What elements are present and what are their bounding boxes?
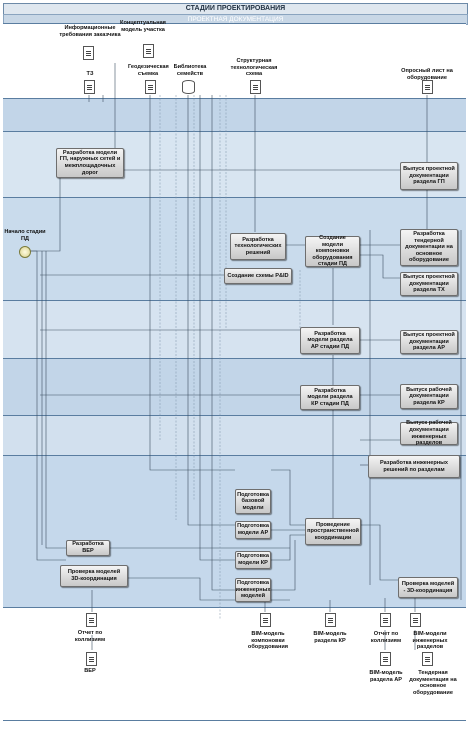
output-clash-left-label: Отчет по коллизиям [74, 630, 106, 643]
input-survey-label: Опросный лист на оборудование [401, 68, 453, 81]
task-pid-scheme[interactable]: Создание схемы P&ID [224, 268, 292, 284]
start-event-label: Начало стадии ПД [4, 229, 46, 242]
lane-4 [3, 300, 466, 359]
lane-inputs [3, 23, 466, 99]
input-concept-doc-icon [143, 44, 154, 58]
output-bep-label: BEP [84, 668, 96, 674]
task-ar-model[interactable]: Разработка модели раздела АР стадии ПД [300, 327, 360, 354]
task-issue-gp[interactable]: Выпуск проектной документации раздела ГП [400, 162, 458, 190]
lane-6 [3, 415, 466, 456]
task-check-3d-left[interactable]: Проверка моделей 3D-координация [60, 565, 128, 587]
task-spatial-coordination[interactable]: Проведение пространственной координации [305, 518, 361, 545]
output-bim-eng-label: BIM-модели инженерных разделов [412, 631, 448, 651]
input-tz-doc-icon [84, 80, 95, 94]
output-tender-doc-icon [422, 652, 433, 666]
output-clash-right-label: Отчет по коллизиям [370, 631, 402, 644]
task-issue-tx[interactable]: Выпуск проектной документации раздела ТХ [400, 272, 458, 296]
input-tz-label: ТЗ [86, 71, 94, 77]
input-geodesy-label: Геодезическая съемка [128, 64, 169, 77]
task-bep[interactable]: Разработка BEP [66, 540, 110, 556]
task-prep-eng[interactable]: Подготовка инженерных моделей [235, 578, 271, 602]
task-prep-ar[interactable]: Подготовка модели АР [235, 521, 271, 539]
task-kr-model[interactable]: Разработка модели раздела КР стадии ПД [300, 385, 360, 410]
task-layout-model[interactable]: Создание модели компоновки оборудования … [305, 235, 360, 267]
task-eng-solutions[interactable]: Разработка инженерных решений по раздела… [368, 455, 460, 478]
input-info-label: Информационные требования заказчика [59, 25, 121, 38]
task-check-3d-right[interactable]: Проверка моделей - 3D-координация [398, 577, 458, 598]
output-bim-layout-doc-icon [260, 613, 271, 627]
output-bim-ar-doc-icon [380, 652, 391, 666]
input-library-label: Библиотека семейств [173, 64, 207, 77]
input-geodesy-doc-icon [145, 80, 156, 94]
output-clash-left-doc-icon [86, 613, 97, 627]
start-event-circle[interactable] [19, 246, 31, 258]
task-tech-solutions[interactable]: Разработка технологических решений [230, 233, 286, 260]
input-structure-doc-icon [250, 80, 261, 94]
task-issue-kr[interactable]: Выпуск рабочей документации раздела КР [400, 384, 458, 409]
output-tender-label: Тендерная документация на основное обору… [409, 670, 457, 696]
output-bep-doc-icon [86, 652, 97, 666]
input-library-db-icon [182, 80, 195, 94]
task-prep-kr[interactable]: Подготовка модели КР [235, 551, 271, 569]
input-structure-label: Структурная технологическая схема [230, 58, 278, 78]
task-prep-base[interactable]: Подготовка базовой модели [235, 489, 271, 514]
task-gp-model[interactable]: Разработка модели ГП, наружных сетей и м… [56, 148, 124, 178]
output-clash-right-doc-icon [380, 613, 391, 627]
input-survey-doc-icon [422, 80, 433, 94]
task-issue-eng[interactable]: Выпуск рабочей документации инженерных р… [400, 420, 458, 446]
input-info-doc-icon [83, 46, 94, 60]
task-tender-docs[interactable]: Разработка тендерной документации на осн… [400, 229, 458, 266]
output-bim-ar-label: BIM-модель раздела АР [369, 670, 403, 683]
task-issue-ar[interactable]: Выпуск проектной документации раздела АР [400, 330, 458, 354]
input-concept-label: Концептуальная модель участка [120, 20, 166, 33]
output-bim-eng-doc-icon [410, 613, 421, 627]
lane-5 [3, 358, 466, 416]
output-bim-layout-label: BIM-модель компоновки оборудования [247, 631, 289, 651]
output-bim-kr-doc-icon [325, 613, 336, 627]
output-bim-kr-label: BIM-модель раздела КР [313, 631, 347, 644]
lane-1 [3, 98, 466, 132]
